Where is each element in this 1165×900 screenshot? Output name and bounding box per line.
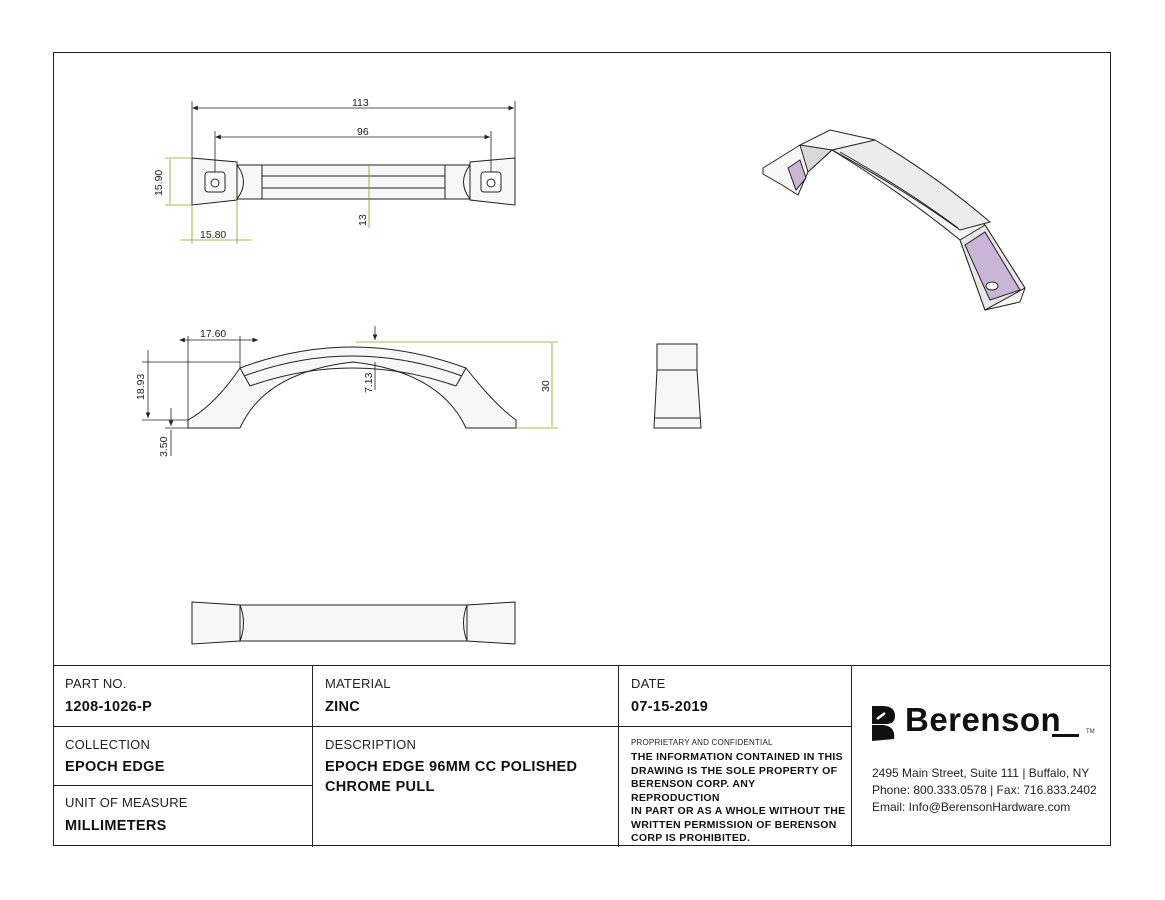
- dim-15-80: 15.80: [200, 229, 226, 241]
- proprietary-line: BERENSON CORP. ANY REPRODUCTION: [631, 778, 756, 804]
- end-view: [653, 343, 702, 429]
- dim-30: 30: [540, 380, 552, 392]
- brand-block: Berenson TM 2495 Main Street, Suite 111 …: [852, 665, 1111, 846]
- proprietary-line: CORP IS PROHIBITED.: [631, 832, 751, 844]
- proprietary-line: THE INFORMATION CONTAINED IN THIS: [631, 751, 843, 763]
- dim-3-50: 3.50: [158, 436, 170, 457]
- date-label: DATE: [631, 676, 666, 691]
- brand-phone: Phone: 800.333.0578 | Fax: 716.833.2402: [872, 783, 1097, 797]
- dim-17-60: 17.60: [200, 328, 226, 340]
- brand-address: 2495 Main Street, Suite 111 | Buffalo, N…: [872, 766, 1090, 780]
- dim-13: 13: [357, 214, 369, 226]
- proprietary-line: IN PART OR AS A WHOLE WITHOUT THE: [631, 805, 846, 817]
- uom-value: MILLIMETERS: [65, 818, 167, 834]
- proprietary-cell: PROPRIETARY AND CONFIDENTIAL THE INFORMA…: [619, 727, 852, 847]
- isometric-view: [762, 129, 1026, 311]
- top-view-dimensions: [191, 101, 516, 172]
- brand-name: Berenson: [905, 701, 1062, 738]
- material-cell: MATERIAL ZINC: [313, 666, 619, 727]
- bottom-view: [191, 601, 516, 645]
- dim-96: 96: [357, 126, 369, 138]
- uom-cell: UNIT OF MEASURE MILLIMETERS: [53, 786, 313, 847]
- date-cell: DATE 07-15-2019: [619, 666, 852, 727]
- brand-underline: [1052, 734, 1079, 737]
- trademark: TM: [1086, 729, 1095, 735]
- proprietary-line: DRAWING IS THE SOLE PROPERTY OF: [631, 764, 838, 777]
- part-no-value: 1208-1026-P: [65, 699, 153, 715]
- collection-label: COLLECTION: [65, 737, 151, 752]
- dim-7-13: 7.13: [363, 372, 375, 393]
- side-view-accent-dimensions: [356, 341, 558, 429]
- side-view: [187, 346, 517, 429]
- description-line-2: CHROME PULL: [325, 779, 435, 795]
- collection-cell: COLLECTION EPOCH EDGE: [53, 727, 313, 786]
- part-no-cell: PART NO. 1208-1026-P: [53, 666, 313, 727]
- dim-18-93: 18.93: [135, 374, 147, 400]
- description-cell: DESCRIPTION EPOCH EDGE 96MM CC POLISHED …: [313, 727, 619, 847]
- title-block: PART NO. 1208-1026-P MATERIAL ZINC DATE …: [53, 665, 1111, 847]
- top-view-accent-dimensions: [165, 157, 370, 244]
- proprietary-heading: PROPRIETARY AND CONFIDENTIAL: [631, 738, 773, 747]
- top-view: [191, 157, 516, 206]
- part-no-label: PART NO.: [65, 676, 127, 691]
- collection-value: EPOCH EDGE: [65, 759, 165, 775]
- berenson-b-mark-icon: [872, 706, 895, 741]
- drawing-sheet-border: [53, 52, 1111, 846]
- dim-113: 113: [352, 97, 369, 109]
- dim-15-90: 15.90: [153, 170, 165, 196]
- material-label: MATERIAL: [325, 676, 391, 691]
- proprietary-line: WRITTEN PERMISSION OF BERENSON: [631, 818, 837, 831]
- proprietary-notice: THE INFORMATION CONTAINED IN THIS DRAWIN…: [631, 751, 846, 846]
- technical-drawing: 113 96 15.90 15.80 13 17.60 18.93 3.50 7…: [135, 97, 1026, 645]
- uom-label: UNIT OF MEASURE: [65, 795, 188, 810]
- date-value: 07-15-2019: [631, 699, 709, 715]
- brand-email: Email: Info@BerensonHardware.com: [872, 800, 1071, 814]
- material-value: ZINC: [325, 699, 361, 715]
- description-line-1: EPOCH EDGE 96MM CC POLISHED: [325, 759, 578, 775]
- description-label: DESCRIPTION: [325, 737, 417, 752]
- side-view-dimensions: [142, 326, 378, 456]
